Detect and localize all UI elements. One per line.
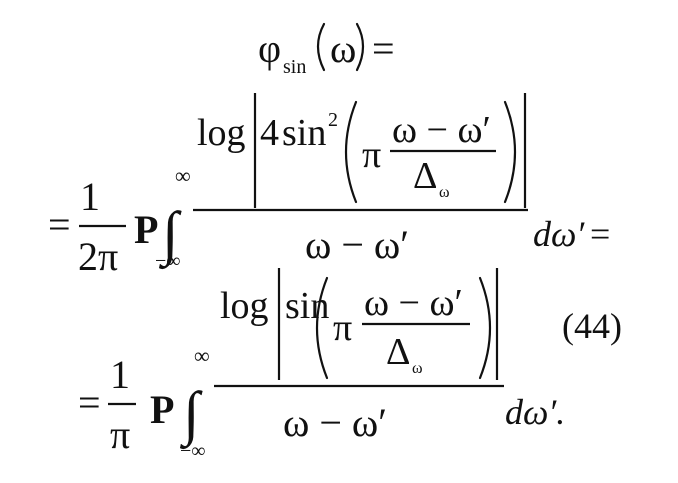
log-label: log [220, 285, 269, 327]
header-left-paren [316, 22, 326, 72]
equation-number: (44) [562, 306, 622, 346]
fraction-numerator: 1 [80, 174, 100, 219]
differential: dω′ [533, 214, 585, 254]
integral-lower-limit: −∞ [155, 250, 181, 272]
delta-subscript: ω [412, 360, 423, 377]
integral-upper-limit: ∞ [175, 163, 191, 188]
main-denominator: ω − ω′ [283, 400, 387, 445]
fraction-denominator: π [110, 412, 130, 457]
inner-numerator: ω − ω′ [364, 282, 463, 324]
phi-symbol: φ [258, 26, 281, 71]
equation-header: φ sin ω = [258, 22, 395, 78]
leading-equals: = [48, 202, 71, 247]
right-paren [503, 100, 517, 204]
right-paren [478, 276, 492, 380]
differential: dω′. [505, 392, 565, 432]
principal-value-operator: P [150, 387, 174, 432]
delta-symbol: Δ [386, 331, 410, 373]
left-paren [344, 100, 358, 204]
trailing-equals: = [590, 214, 610, 254]
main-denominator: ω − ω′ [305, 222, 409, 267]
leading-equals: = [78, 380, 101, 425]
inner-numerator: ω − ω′ [392, 109, 491, 151]
pi-symbol: π [333, 307, 352, 349]
coefficient: 4 [260, 112, 279, 154]
header-right-paren [355, 22, 365, 72]
fraction-denominator: 2π [78, 234, 118, 279]
log-label: log [197, 112, 246, 154]
header-omega: ω [330, 26, 356, 71]
sin-exponent: 2 [328, 109, 338, 131]
fraction-numerator: 1 [110, 352, 130, 397]
delta-symbol: Δ [413, 155, 437, 197]
integral-sign: ∫ [159, 200, 182, 270]
integral-lower-limit: −∞ [180, 440, 206, 462]
delta-subscript: ω [439, 184, 450, 201]
phi-subscript: sin [283, 56, 306, 78]
header-equals: = [372, 26, 395, 71]
sin-function: sin [282, 112, 326, 154]
integral-sign: ∫ [180, 380, 203, 450]
equation-line-3: = 1 π P ∫ ∞ −∞ log sin π ω − ω′ Δ ω ω − … [78, 268, 565, 462]
pi-symbol: π [362, 134, 381, 176]
left-paren [315, 276, 329, 380]
principal-value-operator: P [134, 207, 158, 252]
equation-line-2: = 1 2π P ∫ ∞ −∞ log 4 sin 2 π ω − ω′ Δ ω… [48, 93, 610, 279]
integral-upper-limit: ∞ [194, 343, 210, 368]
